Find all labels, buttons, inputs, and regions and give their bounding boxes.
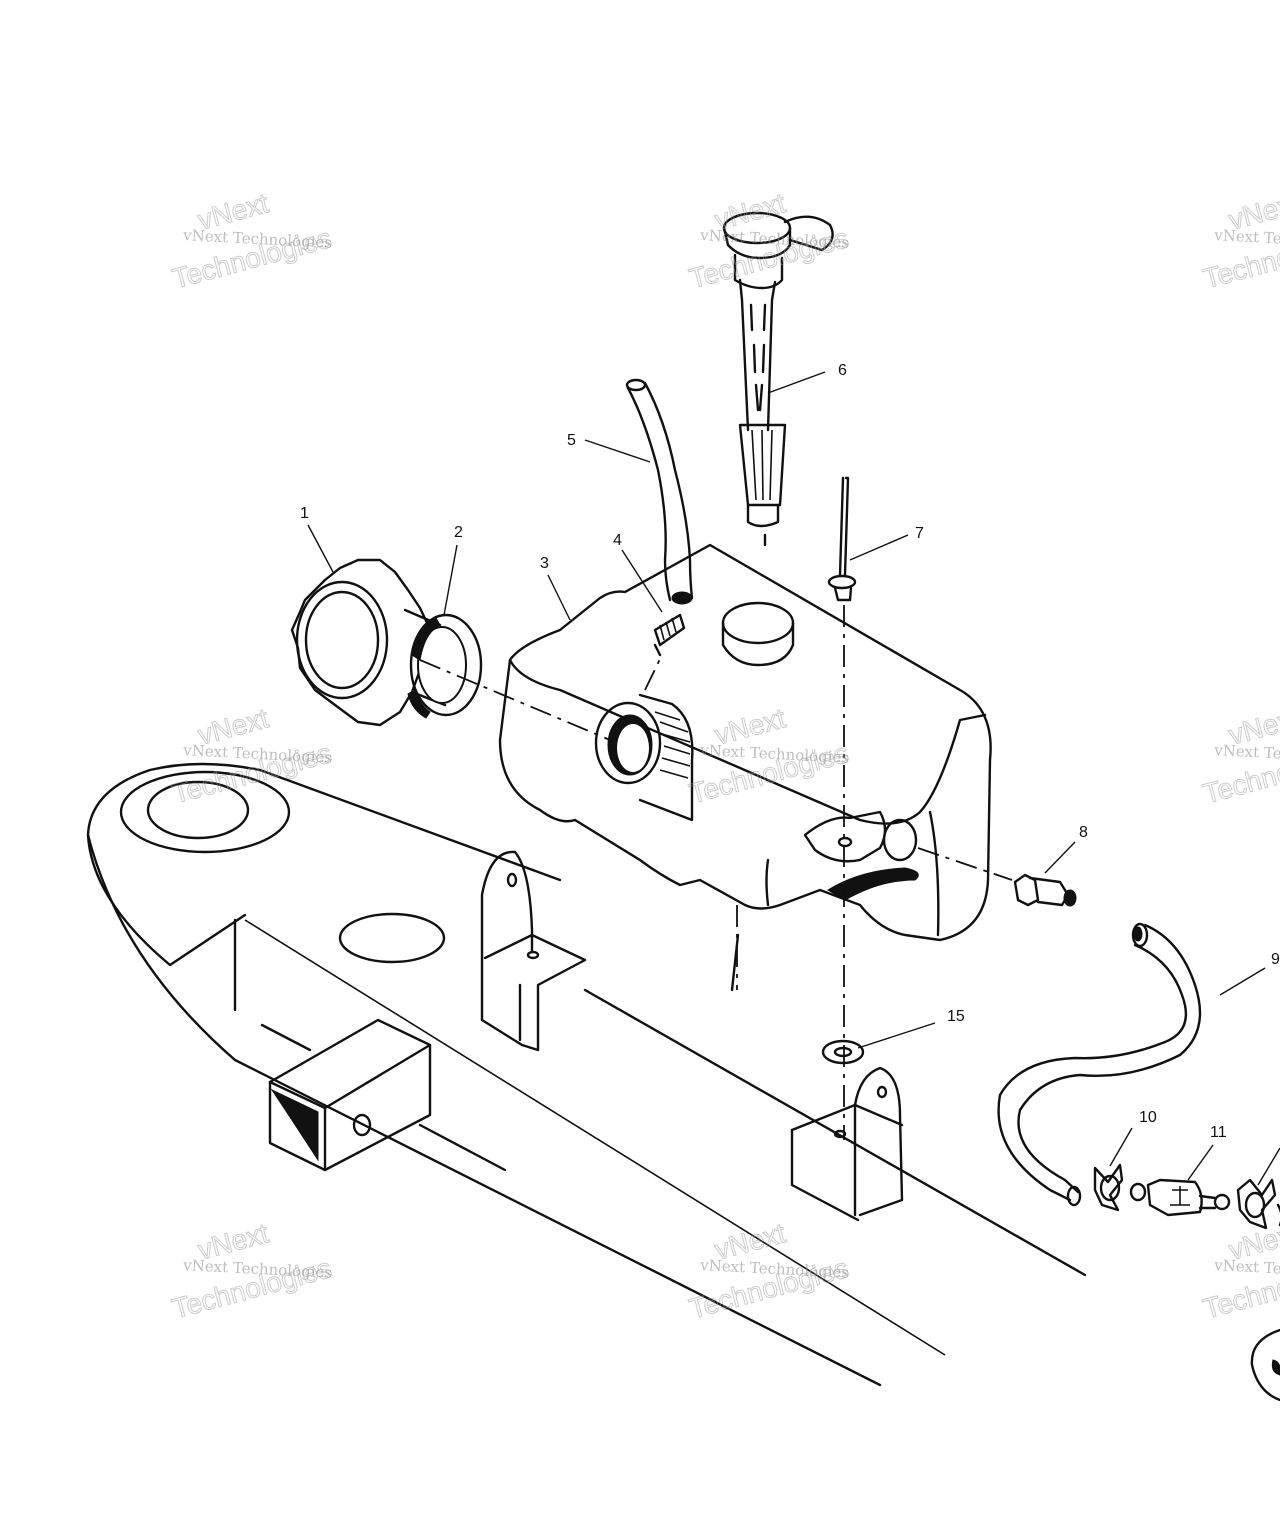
tank-cap [290,558,447,727]
partial-component [1250,1328,1280,1402]
gasket-ring [407,613,483,719]
callout-leaders [307,371,1280,1186]
callout-4: 4 [613,532,622,549]
callout-labels: 1 2 3 4 5 6 7 8 9 10 11 15 [300,362,1280,1141]
hose-fitting [653,613,686,657]
callout-1: 1 [300,505,309,522]
callout-15: 15 [947,1008,965,1025]
mounting-bolt [827,476,857,602]
hose-clamp [1093,1163,1124,1212]
watermark: vNext Technologies vNext Technologies [168,187,335,295]
dipstick-cap [722,211,834,547]
callout-3: 3 [540,555,549,572]
callout-9: 9 [1271,951,1280,968]
watermark: vNext Technologies vNext Technologies [685,702,852,810]
watermark: vNext Technologies vNext Technologies [685,187,852,295]
watermark: vNext Technologies vNext Technologies [168,702,335,810]
callout-10: 10 [1139,1109,1157,1126]
assembly-centerlines [419,605,1013,1140]
watermark: vNext Technologies vNext Technologies [685,1217,852,1325]
frame-member [86,762,1087,1387]
watermark: vNext Technologies vNext Technologies [1199,702,1280,810]
inline-filter [1129,1178,1231,1217]
callout-2: 2 [454,524,463,541]
watermark: vNext Technologies vNext Technologies [1199,187,1280,295]
vent-hose [625,378,694,605]
watermark: vNext Technologies vNext Technologies [168,1217,335,1325]
washer [821,1039,865,1065]
watermark-group: vNext Technologies vNext Technologies vN… [168,187,1280,1325]
callout-5: 5 [567,432,576,449]
callout-7: 7 [915,525,924,542]
callout-11: 11 [1210,1124,1227,1141]
watermark: vNext Technologies vNext Technologies [1199,1217,1280,1325]
hose-clamp-right [1236,1178,1280,1230]
callout-6: 6 [838,362,847,379]
oil-line-hose [997,922,1202,1207]
outlet-fitting [882,818,1077,907]
callout-8: 8 [1079,824,1088,841]
